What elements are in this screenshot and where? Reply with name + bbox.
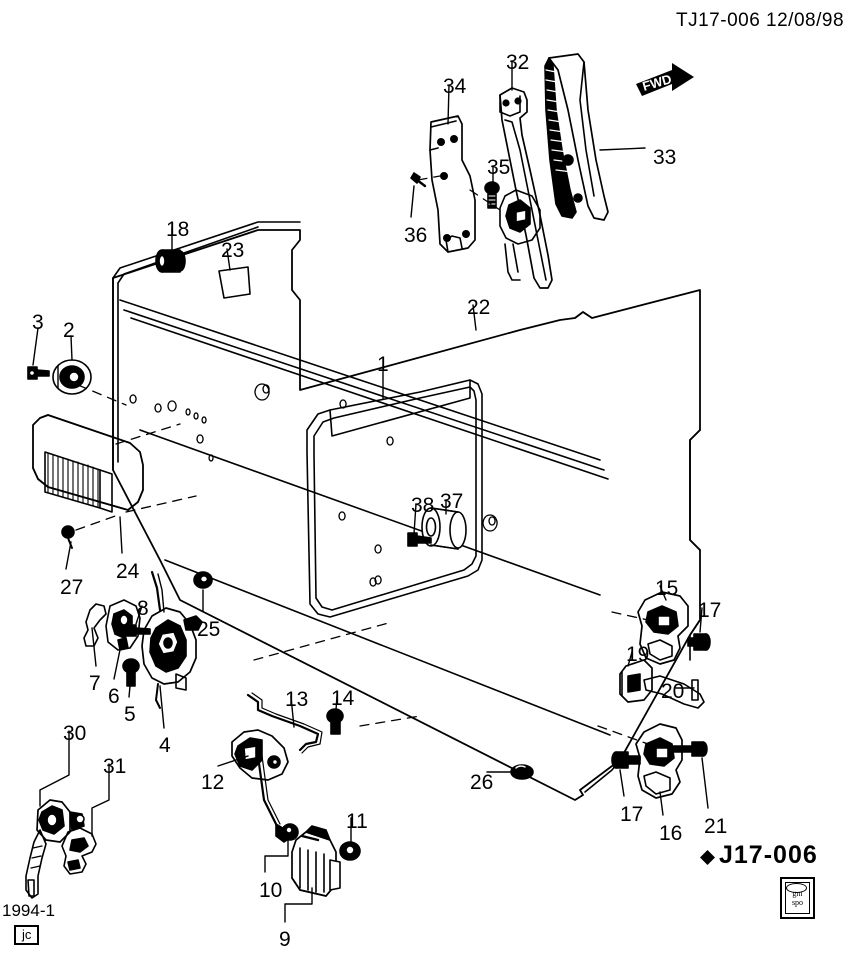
bumper-part-18 [155,249,186,273]
bushing-part-37 [421,507,467,550]
callout-18: 18 [166,218,190,241]
callout-20: 20 [661,680,685,703]
actuator-part-9 [291,825,341,897]
callout-33: 33 [653,146,677,169]
callout-16: 16 [659,822,683,845]
callout-19: 19 [626,643,650,666]
callout-11: 11 [346,810,368,833]
hinge-part-19 [619,659,653,703]
lever-part-12 [231,729,291,843]
bolt-part-5 [122,658,140,687]
callout-2: 2 [63,319,75,342]
screw-part-3 [27,366,50,380]
bolt-part-17-lower [611,751,641,769]
sheet-code: J17-006 [700,841,818,870]
assembly-guides [75,175,649,745]
spring-part-7 [83,603,107,647]
callout-8: 8 [137,597,149,620]
callout-6: 6 [108,685,120,708]
callout-17: 17 [698,599,722,622]
callout-34: 34 [443,75,467,98]
callout-38: 38 [411,494,435,517]
callout-10: 10 [259,879,283,902]
callout-1: 1 [377,353,389,376]
lock-pawl-part-31 [61,827,97,875]
hinge-part-16 [635,723,683,799]
logo-line-2: spo [791,897,804,907]
callout-5: 5 [124,703,136,726]
fwd-arrow-icon: FWD [636,63,694,96]
bolt-part-17-upper [687,633,711,651]
nut-part-11 [339,841,361,861]
latch-assembly-part-4 [141,570,203,709]
callout-3: 3 [32,311,44,334]
callout-4: 4 [159,734,171,757]
diamond-bullet-icon [700,850,715,865]
bolt-part-21 [663,741,708,757]
callout-25: 25 [197,618,221,641]
callout-23: 23 [221,239,245,262]
hinge-arm-part-32 [499,87,553,289]
svg-text:FWD: FWD [641,71,674,94]
grommet-part-25 [193,571,213,589]
document-number: TJ17-006 12/08/98 [676,10,845,31]
sheet-code-text: J17-006 [719,841,818,869]
panel-locator-marks [129,383,498,532]
callout-32: 32 [506,51,530,74]
tailgate-panel-outline [112,221,701,801]
plug-part-26 [510,764,534,780]
check-link-part-20 [643,675,705,709]
gm-spo-logo: gm spo [780,877,815,919]
rod-part-13 [246,692,323,754]
handle-bezel-part-2 [52,359,92,395]
license-plate-pocket [306,379,483,618]
callout-30: 30 [63,722,87,745]
callout-13: 13 [285,688,309,711]
logo-oval-icon [786,883,807,893]
callout-37: 37 [440,490,464,513]
callout-14: 14 [331,687,355,710]
tailgate-handle [32,414,144,513]
hinge-plate-part-34 [429,115,476,253]
year-code: 1994-1 [2,901,55,920]
screw-part-14 [326,708,344,735]
callout-22: 22 [467,296,491,319]
callout-15: 15 [655,577,679,600]
callout-9: 9 [279,928,291,951]
callout-27: 27 [60,576,84,599]
hinge-part-33 [544,53,609,221]
pad-part-23 [218,266,251,299]
callout-31: 31 [103,755,127,778]
callout-21: 21 [704,815,728,838]
retainer-part-10 [281,823,299,841]
bolt-part-35 [484,181,500,209]
clip-part-27 [61,525,75,549]
callout-12: 12 [201,771,225,794]
callout-7: 7 [89,672,101,695]
hinge-part-15 [637,591,689,665]
callout-26: 26 [470,771,494,794]
callout-36: 36 [404,224,428,247]
callout-35: 35 [487,156,511,179]
leader-lines [32,60,709,923]
callout-17b: 17 [620,803,644,826]
logo-line-1: gm [792,889,803,898]
initials-box: jc [14,925,40,945]
callout-24: 24 [116,560,140,583]
